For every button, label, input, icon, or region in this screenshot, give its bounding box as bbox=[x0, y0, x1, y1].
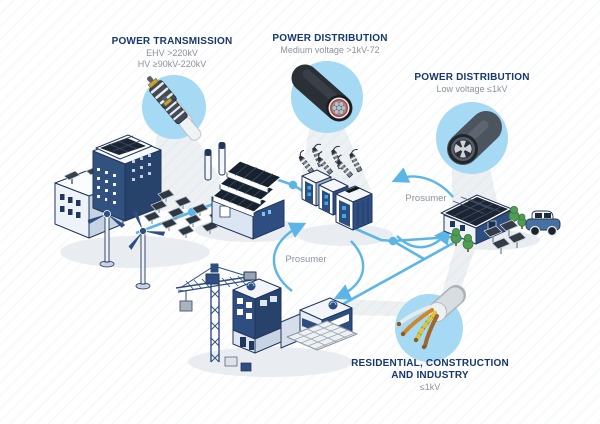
solar-canopies bbox=[483, 219, 527, 254]
factory bbox=[204, 142, 285, 240]
crane-load bbox=[179, 300, 193, 312]
prosumer-arrows bbox=[272, 167, 454, 300]
solar-panel-field bbox=[143, 189, 226, 238]
transformer-substation bbox=[298, 101, 373, 231]
power-plant bbox=[54, 134, 226, 290]
electric-car bbox=[525, 210, 561, 237]
prosumer-arrow-up-right bbox=[391, 167, 454, 198]
stripped-multi-wire-cable-icon bbox=[395, 285, 466, 362]
mv-underground-cable-icon bbox=[291, 61, 363, 133]
transformer-container bbox=[318, 101, 349, 216]
prosumer-arrow-up-left bbox=[272, 222, 307, 292]
tree bbox=[462, 233, 474, 252]
roof-vent-fan bbox=[328, 300, 338, 310]
construction-site bbox=[175, 263, 358, 372]
tree bbox=[508, 205, 520, 224]
prosumer-arrow-down-right bbox=[396, 227, 451, 249]
prosumer-arrow-down-left bbox=[333, 240, 365, 300]
substation-bushings bbox=[298, 143, 363, 178]
wind-turbine bbox=[128, 210, 166, 290]
lv-cable-icon bbox=[436, 102, 508, 174]
residential-house bbox=[440, 194, 561, 254]
transformer-container bbox=[335, 185, 373, 231]
construction-building bbox=[232, 278, 282, 354]
wind-turbine bbox=[87, 192, 126, 268]
rooftop-solar-panel bbox=[95, 134, 153, 160]
tree bbox=[517, 213, 527, 229]
tree bbox=[450, 227, 462, 246]
hv-cable-termination-icon bbox=[142, 75, 206, 141]
ground-grate bbox=[286, 320, 358, 351]
callout-circles bbox=[142, 61, 508, 362]
sawtooth-solar-roof bbox=[212, 160, 282, 218]
tower-crane bbox=[175, 263, 257, 363]
factory-chimney bbox=[204, 142, 226, 181]
roof-vent-fan bbox=[246, 281, 256, 291]
